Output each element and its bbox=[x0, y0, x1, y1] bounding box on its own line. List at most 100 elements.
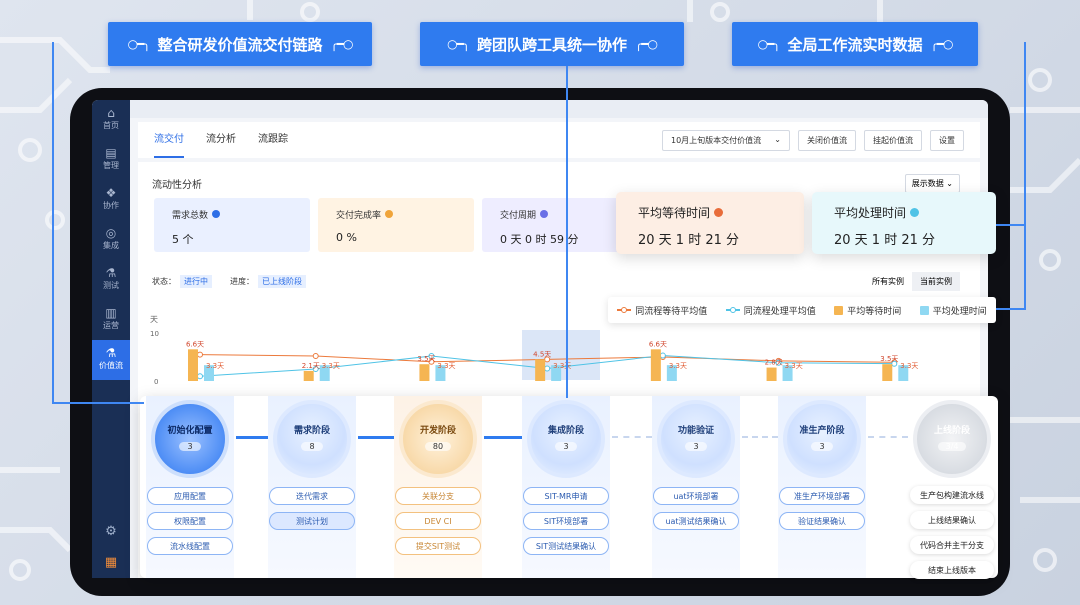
metric-card-demands: 需求总数 5 个 bbox=[154, 198, 310, 252]
tab-flow-delivery[interactable]: 流交付 bbox=[154, 122, 184, 158]
progress-badge: 已上线阶段 bbox=[258, 275, 306, 288]
bar bbox=[666, 365, 677, 381]
manage-icon: ▤ bbox=[105, 146, 117, 160]
connector-line bbox=[996, 224, 1024, 226]
home-icon: ⌂ bbox=[107, 106, 115, 120]
sidebar-bottom: ⚙ ▦ bbox=[92, 516, 130, 578]
legend-item: 同流程处理平均值 bbox=[725, 304, 816, 317]
metric-card-completion: 交付完成率 0 % bbox=[318, 198, 474, 252]
suspend-stream-button[interactable]: 挂起价值流 bbox=[864, 129, 922, 151]
tab-flow-analysis[interactable]: 流分析 bbox=[206, 134, 236, 145]
value-stream-select[interactable]: 10月上旬版本交付价值流⌄ bbox=[662, 129, 790, 151]
info-icon bbox=[540, 210, 549, 218]
callout-collaboration: ○━╮ 跨团队跨工具统一协作 ╭━○ bbox=[420, 22, 684, 66]
stage-task-button[interactable]: 准生产环境部署 bbox=[779, 487, 865, 505]
avg-process-card: 平均处理时间 20 天 1 时 21 分 bbox=[812, 192, 996, 254]
link-icon: ○━╮ bbox=[757, 37, 781, 51]
stage-connector bbox=[358, 436, 394, 439]
connector-line bbox=[996, 308, 1024, 310]
sidebar-item-collab[interactable]: ❖协作 bbox=[103, 186, 119, 210]
legend-swatch bbox=[834, 305, 844, 315]
stage-task-button[interactable]: SIT-MR申请 bbox=[523, 487, 609, 505]
stage-task-button[interactable]: 验证结果确认 bbox=[779, 512, 865, 530]
sidebar: ⌂首页 ▤管理 ❖协作 ◎集成 ⚗测试 ▥运营 ⚗价值流 ⚙ ▦ bbox=[92, 100, 130, 578]
stage-count: 3 bbox=[685, 442, 707, 451]
all-instances-button[interactable]: 所有实例 bbox=[872, 277, 904, 286]
apps-icon[interactable]: ▦ bbox=[104, 555, 118, 570]
callout-label: 跨团队跨工具统一协作 bbox=[476, 35, 627, 54]
stage-count: 3/4 bbox=[937, 442, 967, 451]
show-data-dropdown[interactable]: 展示数据 ⌄ bbox=[904, 174, 960, 193]
sidebar-item-ops[interactable]: ▥运营 bbox=[103, 306, 119, 330]
bar bbox=[551, 365, 562, 381]
instance-toggle: 所有实例 当前实例 bbox=[864, 272, 960, 291]
stage-connector bbox=[236, 436, 268, 439]
stage-task-button[interactable]: 权限配置 bbox=[147, 512, 233, 530]
stage-node[interactable]: 上线阶段 3/4 bbox=[913, 400, 991, 478]
line-point bbox=[312, 366, 319, 372]
sidebar-item-valueflow[interactable]: ⚗价值流 bbox=[92, 340, 130, 380]
stage-task-button[interactable]: 结束上线版本 bbox=[910, 561, 994, 579]
sidebar-item-integrate[interactable]: ◎集成 bbox=[103, 226, 119, 250]
stage-name: 需求阶段 bbox=[293, 426, 330, 436]
stage-task-button[interactable]: 测试计划 bbox=[269, 512, 355, 530]
data-label: 3.5天 bbox=[880, 355, 898, 363]
stage-name: 上线阶段 bbox=[933, 426, 970, 436]
stage-task-button[interactable]: uat环境部署 bbox=[653, 487, 739, 505]
stage-task-button[interactable]: 代码合并主干分支 bbox=[910, 536, 994, 554]
stage-task-button[interactable]: SIT测试结果确认 bbox=[523, 537, 609, 555]
current-instance-button[interactable]: 当前实例 bbox=[912, 272, 960, 291]
status-badge: 进行中 bbox=[180, 275, 212, 288]
settings-icon[interactable]: ⚙ bbox=[105, 524, 117, 539]
stage-task-button[interactable]: 提交SIT测试 bbox=[395, 537, 481, 555]
chevron-down-icon: ⌄ bbox=[946, 179, 953, 188]
tab-bar: 流交付 流分析 流跟踪 10月上旬版本交付价值流⌄ 关闭价值流 挂起价值流 设置 bbox=[138, 122, 980, 158]
bar bbox=[204, 365, 214, 381]
line-point bbox=[544, 365, 551, 372]
link-icon: ○━╮ bbox=[447, 37, 470, 51]
data-label: 3.3天 bbox=[437, 362, 455, 370]
stage-task-button[interactable]: 上线结果确认 bbox=[910, 511, 994, 529]
integrate-icon: ◎ bbox=[105, 226, 117, 240]
info-icon bbox=[713, 208, 723, 217]
stage-task-button[interactable]: 流水线配置 bbox=[147, 537, 233, 555]
data-label: 3.3天 bbox=[900, 362, 918, 370]
tab-flow-tracking[interactable]: 流跟踪 bbox=[258, 134, 288, 145]
legend-swatch bbox=[725, 307, 740, 313]
stage-task-button[interactable]: 生产包构建流水线 bbox=[910, 486, 994, 504]
sidebar-item-manage[interactable]: ▤管理 bbox=[103, 146, 119, 170]
bar bbox=[766, 367, 777, 381]
settings-button[interactable]: 设置 bbox=[930, 129, 964, 151]
data-label: 2.1天 bbox=[302, 362, 320, 370]
callout-label: 整合研发价值流交付链路 bbox=[157, 35, 323, 54]
sidebar-item-test[interactable]: ⚗测试 bbox=[103, 266, 119, 290]
chart-legend: 同流程等待平均值同流程处理平均值平均等待时间平均处理时间 bbox=[608, 297, 996, 323]
data-label: 6.6天 bbox=[649, 340, 667, 348]
data-label: 3.3天 bbox=[785, 362, 803, 370]
data-label: 6.6天 bbox=[186, 340, 204, 348]
stage-task-button[interactable]: 迭代需求 bbox=[269, 487, 355, 505]
stage-count: 3 bbox=[555, 442, 577, 451]
sidebar-item-home[interactable]: ⌂首页 bbox=[103, 106, 119, 130]
status-row: 状态：进行中 进度：已上线阶段 bbox=[152, 275, 306, 288]
stage-task-button[interactable]: uat测试结果确认 bbox=[653, 512, 739, 530]
stage-task-button[interactable]: 关联分支 bbox=[395, 487, 481, 505]
y-tick-label: 0 bbox=[154, 378, 158, 386]
close-stream-button[interactable]: 关闭价值流 bbox=[798, 129, 856, 151]
stage-task-button[interactable]: SIT环境部署 bbox=[523, 512, 609, 530]
stage-task-button[interactable]: 应用配置 bbox=[147, 487, 233, 505]
stage-task-button[interactable]: DEV CI bbox=[395, 512, 481, 530]
bar bbox=[319, 365, 330, 381]
stage-count: 80 bbox=[424, 442, 452, 451]
